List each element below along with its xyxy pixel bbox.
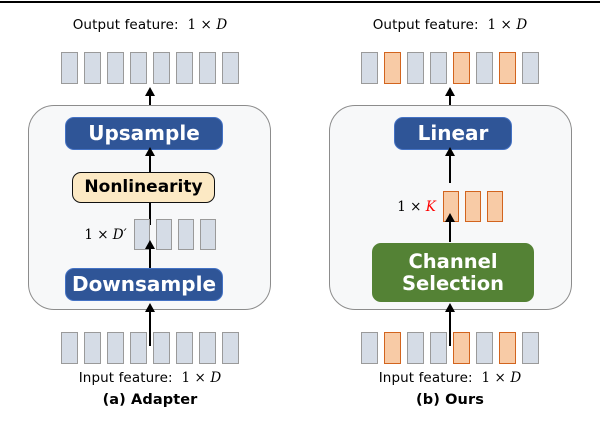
nonlinearity-label: Nonlinearity [84, 176, 203, 197]
feature-cell-selected [464, 191, 481, 222]
k-symbol: K [425, 198, 436, 215]
feature-cell [361, 52, 378, 84]
input-feature-text: Input feature: [78, 370, 173, 386]
feature-cell [522, 332, 539, 364]
input-feature-label-adapter: Input feature: 1 × D [78, 370, 222, 386]
feature-cell-selected [453, 332, 470, 364]
nonlinearity-block[interactable]: Nonlinearity [72, 172, 215, 203]
arrow-nonlinearity-to-upsample [148, 154, 152, 172]
feature-cell [430, 332, 447, 364]
feature-cell [222, 52, 239, 84]
output-feature-cells-adapter [0, 52, 300, 84]
upsample-label: Upsample [88, 121, 200, 146]
linear-label: Linear [417, 121, 489, 146]
selected-dim-label-ours: 1 × K [397, 198, 436, 215]
feature-cell [107, 52, 124, 84]
feature-cell [199, 52, 216, 84]
upsample-block[interactable]: Upsample [65, 117, 223, 150]
input-feature-cells-adapter [0, 332, 300, 364]
bottleneck-dim-label-adapter: 1 × D′ [84, 226, 127, 243]
output-feature-text: Output feature: [372, 17, 479, 33]
arrow-input-to-channelselection [448, 310, 452, 346]
feature-cell-selected [384, 52, 401, 84]
feature-cell [107, 332, 124, 364]
feature-cell [476, 332, 493, 364]
feature-cell [176, 52, 193, 84]
feature-cell [176, 332, 193, 364]
feature-cell [153, 332, 170, 364]
feature-cell [222, 332, 239, 364]
arrow-downsample-to-bottleneck [148, 247, 152, 268]
output-feature-label-ours: Output feature: 1 × D [372, 17, 528, 33]
feature-cell [407, 52, 424, 84]
feature-cell [130, 52, 147, 84]
feature-cell [361, 332, 378, 364]
output-feature-cells-ours [300, 52, 600, 84]
feature-cell [130, 332, 147, 364]
panel-ours: Output feature: 1 × D Linear 1 × K [300, 0, 600, 422]
arrow-bottleneck-to-nonlinearity [148, 203, 152, 225]
output-feature-text: Output feature: [72, 17, 179, 33]
feature-cell [61, 332, 78, 364]
panel-caption-ours: (b) Ours [416, 392, 484, 408]
input-feature-label-ours: Input feature: 1 × D [378, 370, 522, 386]
arrow-channelselection-to-selected [448, 220, 452, 242]
downsample-label: Downsample [71, 272, 217, 297]
feature-cell [199, 332, 216, 364]
input-feature-text: Input feature: [378, 370, 473, 386]
channel-selection-block[interactable]: Channel Selection [372, 243, 534, 302]
feature-cell [522, 52, 539, 84]
input-feature-cells-ours [300, 332, 600, 364]
channel-selection-label-line2: Selection [401, 271, 505, 295]
feature-cell [155, 219, 172, 250]
feature-cell [407, 332, 424, 364]
channel-selection-label-line1: Channel [408, 249, 498, 273]
panel-adapter: Output feature: 1 × D Upsample Nonlinear… [0, 0, 300, 422]
feature-cell-selected [453, 52, 470, 84]
arrow-input-to-downsample [148, 310, 152, 346]
feature-cell-selected [499, 332, 516, 364]
feature-cell [61, 52, 78, 84]
top-horizontal-rule [0, 1, 600, 3]
feature-cell-selected [499, 52, 516, 84]
feature-cell [84, 332, 101, 364]
feature-cell [430, 52, 447, 84]
feature-cell-selected [486, 191, 503, 222]
panel-caption-adapter: (a) Adapter [102, 392, 198, 408]
downsample-block[interactable]: Downsample [65, 268, 223, 301]
feature-cell [177, 219, 194, 250]
feature-cell-selected [384, 332, 401, 364]
feature-cell [199, 219, 216, 250]
output-feature-label-adapter: Output feature: 1 × D [72, 17, 228, 33]
arrow-selected-to-linear [448, 154, 452, 183]
feature-cell [153, 52, 170, 84]
feature-cell [476, 52, 493, 84]
feature-cell [84, 52, 101, 84]
linear-block[interactable]: Linear [394, 117, 512, 150]
